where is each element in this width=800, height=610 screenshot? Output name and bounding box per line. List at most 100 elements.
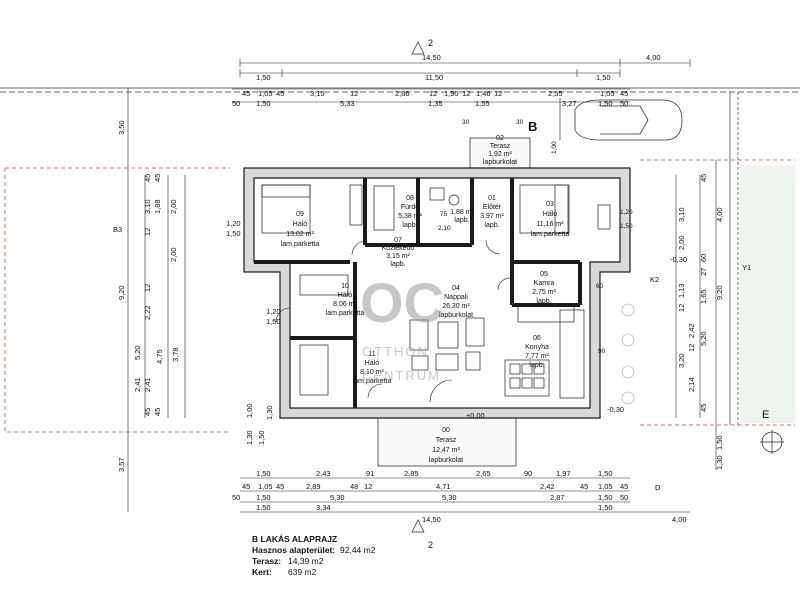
svg-text:50: 50 <box>232 99 240 108</box>
svg-text:3,27: 3,27 <box>562 99 577 108</box>
svg-text:11,16 m²: 11,16 m² <box>536 221 564 228</box>
section-markers <box>411 41 784 533</box>
svg-text:45: 45 <box>620 89 628 98</box>
furniture <box>261 184 611 399</box>
room-03: 03 Háló 11,16 m² lam.parketta <box>531 201 570 238</box>
section-y1-label: Y1 <box>742 263 751 272</box>
svg-text:lapb.: lapb. <box>454 217 469 224</box>
svg-text:lam.parketta: lam.parketta <box>281 241 320 248</box>
svg-text:12: 12 <box>143 284 152 292</box>
svg-text:26,30 m²: 26,30 m² <box>442 303 470 310</box>
svg-text:1,50: 1,50 <box>715 435 724 450</box>
interior-walls <box>254 178 582 408</box>
svg-text:4,00: 4,00 <box>715 207 724 222</box>
svg-text:1,20: 1,20 <box>620 209 633 216</box>
doors <box>275 239 511 403</box>
svg-text:lapburkolat: lapburkolat <box>429 457 463 464</box>
svg-text:1,35: 1,35 <box>428 99 443 108</box>
svg-text:1,30: 1,30 <box>245 430 254 445</box>
svg-text:12: 12 <box>429 89 437 98</box>
svg-text:45: 45 <box>276 482 284 491</box>
watermark-logo: OC <box>360 271 444 334</box>
svg-text:01: 01 <box>488 195 496 202</box>
svg-text:12: 12 <box>364 482 372 491</box>
svg-text:3,10: 3,10 <box>677 207 686 222</box>
outside-level: -0,30 <box>607 405 624 414</box>
svg-text:1,50: 1,50 <box>226 229 241 238</box>
watermark: OC OTTHON CENTRUM <box>360 271 444 383</box>
svg-text:02: 02 <box>496 135 504 142</box>
site-lines <box>0 87 800 425</box>
svg-text:1,50: 1,50 <box>256 99 271 108</box>
svg-text:lam.parketta: lam.parketta <box>326 310 365 317</box>
svg-text:27: 27 <box>699 268 708 276</box>
svg-text:45: 45 <box>699 174 708 182</box>
svg-text:04: 04 <box>452 285 460 292</box>
bottom-right-ext-dim: 4,00 <box>672 515 687 524</box>
svg-text:5,30: 5,30 <box>442 493 457 502</box>
svg-text:5,38 m²: 5,38 m² <box>398 213 422 220</box>
svg-text:lapb.: lapb. <box>536 298 551 305</box>
svg-text:45: 45 <box>699 404 708 412</box>
svg-text:2,65: 2,65 <box>476 469 491 478</box>
svg-text:1,50: 1,50 <box>596 73 611 82</box>
svg-text:2,86: 2,86 <box>395 89 410 98</box>
watermark-line2: CENTRUM <box>362 368 441 383</box>
svg-text:12: 12 <box>494 89 502 98</box>
svg-text:lam.parketta: lam.parketta <box>353 378 392 385</box>
svg-text:3,50: 3,50 <box>117 120 126 135</box>
top-dimension-ticks <box>239 59 691 77</box>
svg-text:1,50: 1,50 <box>256 73 271 82</box>
svg-text:2,89: 2,89 <box>306 482 321 491</box>
section-marker-labels: 2 2 B B3 D E K2 Y1 ±0,00 -0,30 -0,30 <box>113 38 769 550</box>
svg-text:Háló: Háló <box>338 292 353 299</box>
svg-text:07: 07 <box>394 237 402 244</box>
svg-text:1,50: 1,50 <box>256 503 271 512</box>
svg-text:1,50: 1,50 <box>598 469 613 478</box>
svg-text:lapburkolat: lapburkolat <box>439 312 473 319</box>
svg-text:Háló: Háló <box>365 360 380 367</box>
svg-text:13,02 m²: 13,02 m² <box>286 231 314 238</box>
svg-text:91: 91 <box>366 469 374 478</box>
bottom-overall-dim: 14,50 <box>422 515 441 524</box>
svg-text:7,77 m²: 7,77 m² <box>525 353 549 360</box>
svg-text:2,42: 2,42 <box>687 323 696 338</box>
svg-text:45: 45 <box>276 89 284 98</box>
svg-text:1,30: 1,30 <box>715 455 724 470</box>
room-02: 02 Terasz 1,92 m² lapburkolat <box>483 135 517 166</box>
car-outline <box>574 99 683 141</box>
svg-text:3,34: 3,34 <box>316 503 331 512</box>
svg-text:1,13: 1,13 <box>677 283 686 298</box>
svg-text:06: 06 <box>533 335 541 342</box>
svg-text:5,20: 5,20 <box>699 331 708 346</box>
svg-text:3,10: 3,10 <box>143 199 152 214</box>
svg-text:5,33: 5,33 <box>340 99 355 108</box>
room-08: 08 Fürdő 5,38 m² lapb. <box>398 195 422 229</box>
svg-text:1,50: 1,50 <box>257 430 266 445</box>
svg-text:1,88: 1,88 <box>153 199 162 214</box>
svg-text:45: 45 <box>620 482 628 491</box>
room-00: 00 Terasz 12,47 m² lapburkolat <box>429 427 463 464</box>
side-dimension-lines <box>127 88 717 512</box>
svg-text:30: 30 <box>462 119 470 126</box>
svg-text:3,15 m²: 3,15 m² <box>386 253 410 260</box>
svg-text:9,20: 9,20 <box>715 285 724 300</box>
svg-text:1,55: 1,55 <box>475 99 490 108</box>
svg-text:Konyha: Konyha <box>525 344 549 351</box>
svg-text:1,05: 1,05 <box>600 89 615 98</box>
room-11: 11 Háló 8,10 m² lam.parketta <box>353 351 392 385</box>
top-dimension-texts: 14,50 4,00 1,50 11,50 1,50 45 1,05 45 3,… <box>232 53 661 108</box>
svg-text:3,97 m²: 3,97 m² <box>480 213 504 220</box>
svg-text:1,50: 1,50 <box>620 223 633 230</box>
svg-text:45: 45 <box>242 89 250 98</box>
svg-text:2,85: 2,85 <box>404 469 419 478</box>
room-07: 07 Közlekedő 3,15 m² lapb. <box>382 237 415 268</box>
section-a-num-top: 2 <box>428 38 433 48</box>
svg-text:9,20: 9,20 <box>117 285 126 300</box>
bottom-dimension-texts: 1,50 2,43 91 2,85 2,65 90 1,97 1,50 45 1… <box>232 469 687 524</box>
svg-text:1,05: 1,05 <box>258 89 273 98</box>
svg-text:Terasz: Terasz <box>436 437 457 444</box>
legend-row-garden: Kert: 639 m2 <box>252 567 317 577</box>
svg-text:1,50: 1,50 <box>598 493 613 502</box>
svg-text:Fürdő: Fürdő <box>401 204 419 211</box>
